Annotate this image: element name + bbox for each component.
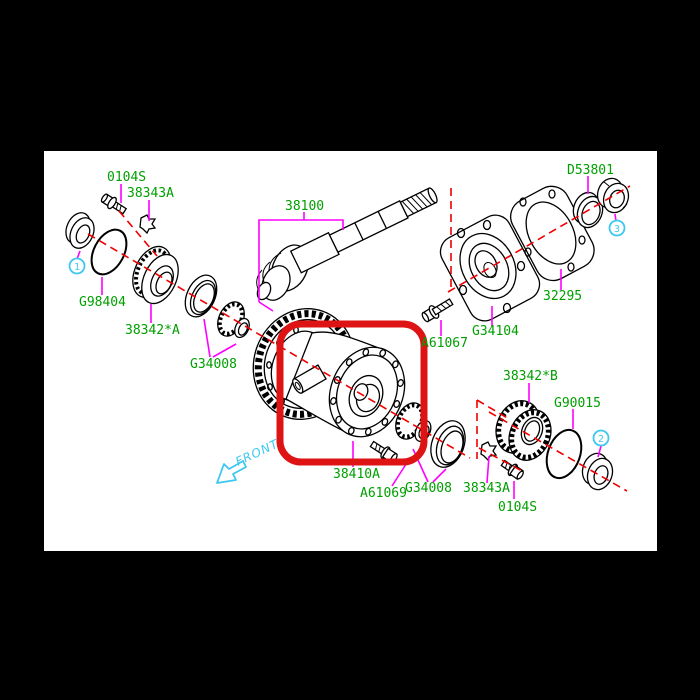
label-38342a: 38342*A bbox=[125, 323, 180, 338]
part-bolt-a61069 bbox=[369, 440, 398, 464]
callout-2: 2 bbox=[592, 429, 610, 447]
label-g90015: G90015 bbox=[554, 396, 601, 411]
part-differential-case-38410a bbox=[266, 326, 406, 438]
callout-2-number: 2 bbox=[598, 434, 604, 445]
label-0104s-bottom: 0104S bbox=[498, 500, 537, 515]
label-a61067: A61067 bbox=[421, 336, 468, 351]
label-38100: 38100 bbox=[285, 199, 324, 214]
label-38342b: 38342*B bbox=[503, 369, 558, 384]
front-arrow-icon bbox=[216, 460, 247, 484]
label-g98404: G98404 bbox=[79, 295, 126, 310]
callout-3-number: 3 bbox=[614, 224, 620, 235]
label-g34104: G34104 bbox=[472, 324, 519, 339]
part-seal-d53801 bbox=[572, 191, 604, 229]
callout-1: 1 bbox=[68, 257, 86, 275]
part-bearing-38342a bbox=[132, 245, 179, 305]
callout-1-number: 1 bbox=[74, 262, 80, 273]
leader-lines bbox=[76, 176, 617, 499]
part-oring-g90015 bbox=[545, 428, 583, 480]
highlight-box-38410a bbox=[276, 320, 428, 466]
part-pinion-shaft-38100 bbox=[256, 187, 438, 301]
part-labels: 0104S 38343A G98404 38342*A G34008 38100… bbox=[79, 163, 614, 515]
part-gear-38342b bbox=[495, 400, 552, 461]
part-bolt-0104s-top bbox=[100, 193, 128, 215]
part-race-g34008-top bbox=[184, 274, 218, 318]
callout-3: 3 bbox=[608, 219, 626, 237]
label-g34008-bottom: G34008 bbox=[405, 481, 452, 496]
part-oil-seal-right bbox=[581, 452, 614, 491]
part-race-g34008-bottom bbox=[430, 420, 466, 468]
label-38343a-top: 38343A bbox=[127, 186, 174, 201]
part-bolt-a61067 bbox=[421, 298, 454, 323]
part-bolt-0104s-bottom bbox=[500, 459, 524, 481]
label-d53801: D53801 bbox=[567, 163, 614, 178]
part-oil-seal-left bbox=[65, 212, 95, 249]
label-38410a: 38410A bbox=[333, 467, 380, 482]
label-38343a-bottom: 38343A bbox=[463, 481, 510, 496]
label-g34008-top: G34008 bbox=[190, 357, 237, 372]
label-32295: 32295 bbox=[543, 289, 582, 304]
part-oring-g98404 bbox=[90, 228, 128, 276]
label-0104s-top: 0104S bbox=[107, 170, 146, 185]
label-a61069: A61069 bbox=[360, 486, 407, 501]
